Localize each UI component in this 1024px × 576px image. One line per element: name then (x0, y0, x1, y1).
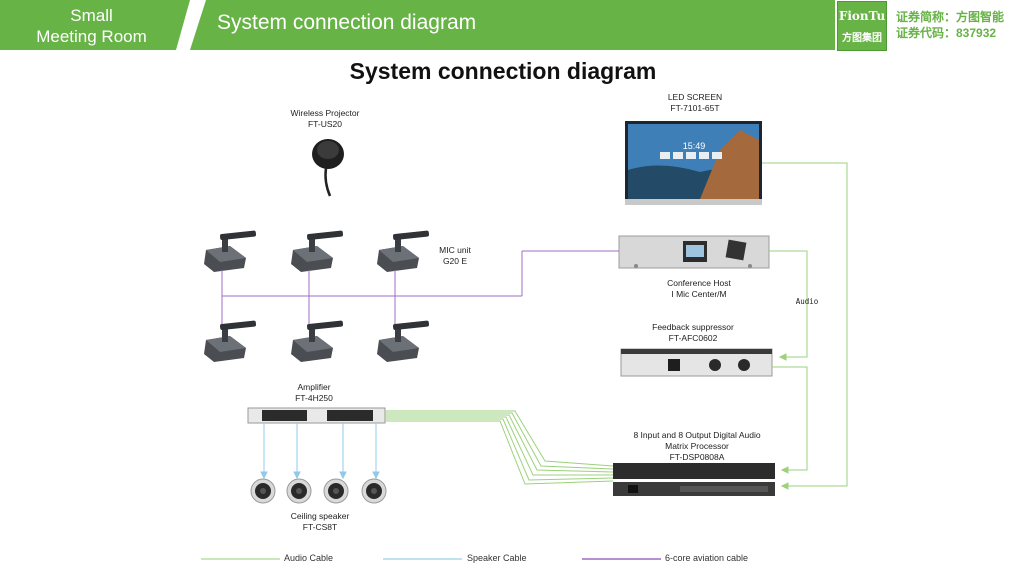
ceiling-speaker-label: Ceiling speaker FT-CS8T (280, 511, 360, 533)
wireless-projector (312, 139, 344, 197)
amplifier-name: Amplifier (297, 382, 331, 392)
mic-unit-5 (291, 320, 344, 362)
ceiling-speaker-name: Ceiling speaker (290, 511, 350, 521)
legend-audio-cable: Audio Cable (284, 553, 334, 563)
brand-logo-text: FionTu (838, 9, 886, 23)
audio-matrix-processor-name-2: Matrix Processor (665, 441, 729, 451)
audio-matrix-processor-name-1: 8 Input and 8 Output Digital Audio (633, 430, 761, 440)
audio-tag: Audio (795, 297, 819, 306)
section-label-line2: Meeting Room (36, 27, 147, 46)
feedback-suppressor-model: FT-AFC0602 (668, 333, 718, 343)
audio-matrix-processor (613, 463, 775, 496)
brand-logo: FionTu 方图集团 (837, 1, 887, 51)
wireless-projector-name: Wireless Projector (290, 108, 360, 118)
wireless-projector-label: Wireless Projector FT-US20 (270, 108, 380, 130)
feedback-suppressor-label: Feedback suppressor FT-AFC0602 (633, 322, 753, 344)
audio-matrix-processor-label: 8 Input and 8 Output Digital Audio Matri… (615, 430, 779, 463)
header-bar (0, 0, 835, 50)
led-screen (625, 121, 762, 205)
page-title: System connection diagram (217, 11, 477, 34)
mic-unit-6 (377, 320, 430, 362)
audio-arrows (778, 353, 789, 490)
conference-host-label: Conference Host I Mic Center/M (640, 278, 758, 300)
mic-unit-3 (377, 230, 430, 272)
aviation-cable (221, 250, 619, 324)
led-screen-label: LED SCREEN FT-7101-65T (640, 92, 750, 114)
mic-unit-2 (291, 230, 344, 272)
led-screen-clock: 15:49 (682, 141, 706, 151)
ceiling-speaker-3 (323, 478, 349, 504)
header-divider (176, 0, 206, 50)
feedback-suppressor (620, 348, 773, 377)
mic-unit-label: MIC unit G20 E (425, 245, 485, 267)
mic-unit-model: G20 E (442, 256, 468, 266)
audio-matrix-processor-model: FT-DSP0808A (669, 452, 725, 462)
led-screen-name: LED SCREEN (667, 92, 723, 102)
audio-cables (385, 162, 848, 487)
stock-code: 证券代码：837932 (896, 26, 997, 40)
conference-host (618, 235, 770, 269)
mic-unit-name: MIC unit (439, 245, 471, 255)
amplifier-label: Amplifier FT-4H250 (284, 382, 344, 404)
speaker-cables (260, 423, 380, 480)
section-label-line1: Small (70, 6, 113, 25)
conference-host-model: I Mic Center/M (671, 289, 727, 299)
mic-unit-1 (204, 230, 257, 272)
ceiling-speaker-2 (286, 478, 312, 504)
ceiling-speaker-4 (361, 478, 387, 504)
mic-unit-4 (204, 320, 257, 362)
amplifier-model: FT-4H250 (295, 393, 333, 403)
conference-host-name: Conference Host (667, 278, 731, 288)
amplifier (247, 407, 386, 424)
section-label: Small Meeting Room (0, 0, 185, 50)
ceiling-speaker-model: FT-CS8T (302, 522, 338, 532)
stock-name: 证券简称：方图智能 (896, 10, 1005, 24)
feedback-suppressor-name: Feedback suppressor (652, 322, 734, 332)
brand-logo-subtext: 方图集团 (842, 33, 882, 44)
led-screen-model: FT-7101-65T (670, 103, 720, 113)
ceiling-speaker-1 (250, 478, 276, 504)
wireless-projector-model: FT-US20 (307, 119, 342, 129)
legend-speaker-cable: Speaker Cable (467, 553, 527, 563)
legend-aviation-cable: 6-core aviation cable (665, 553, 749, 563)
diagram-title: System connection diagram (349, 58, 657, 84)
